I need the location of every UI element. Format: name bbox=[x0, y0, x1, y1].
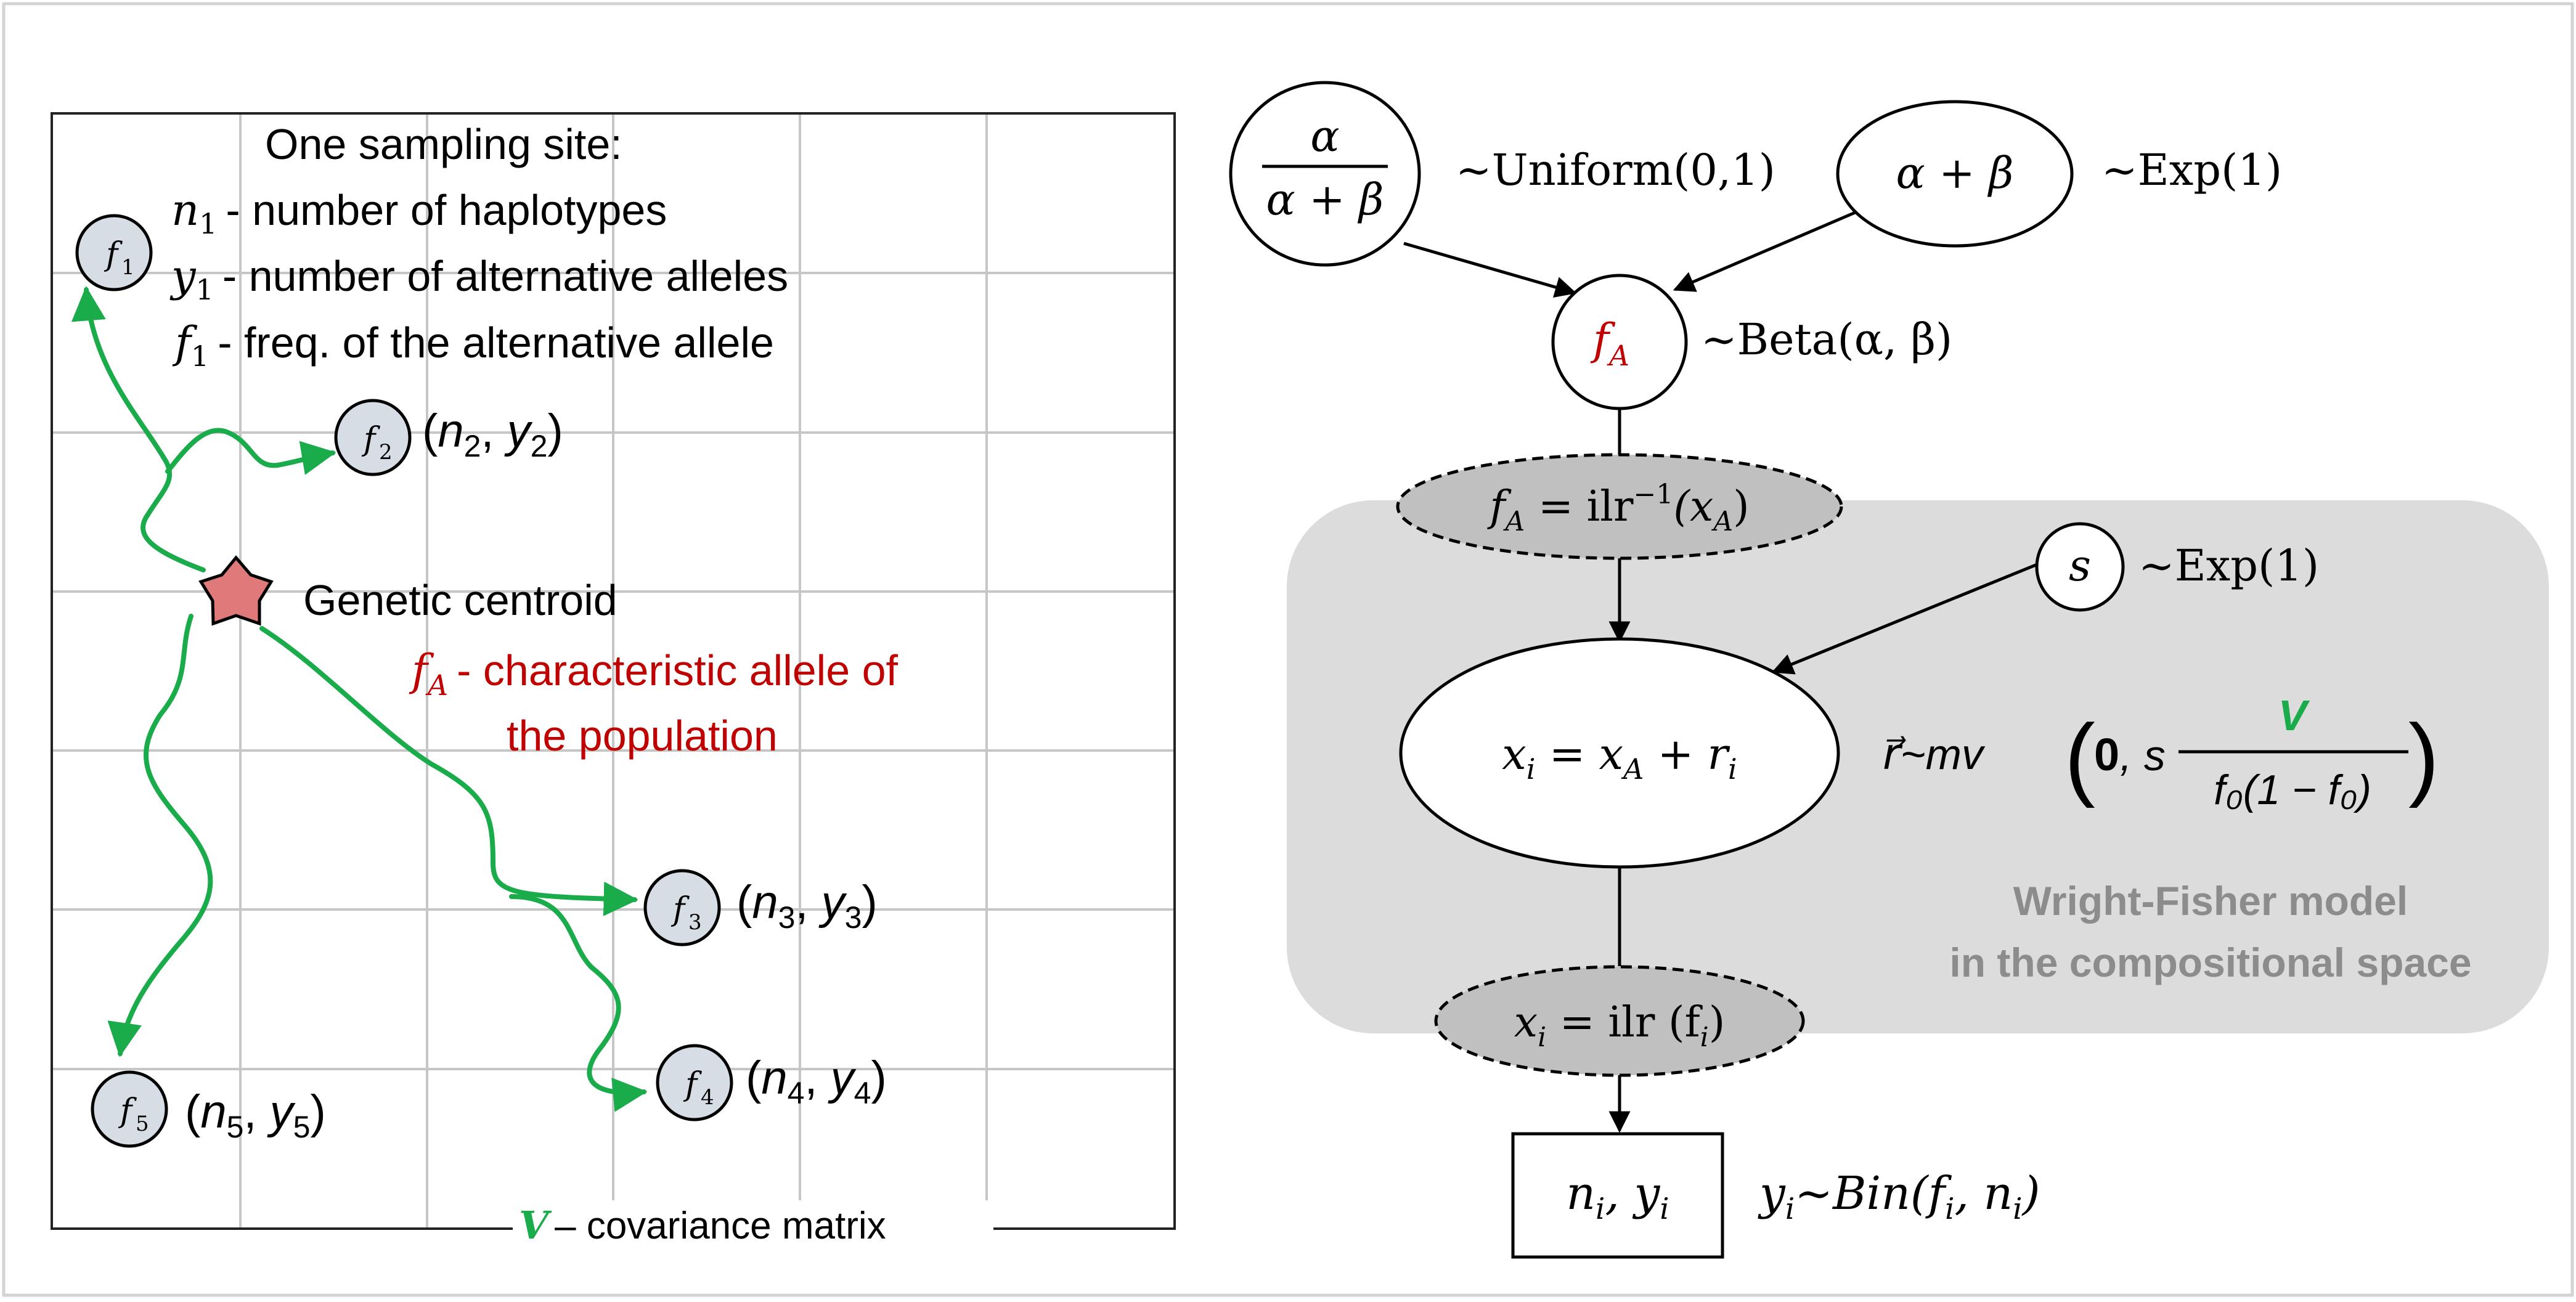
svg-text:y1- number of alternative alle: y1- number of alternative alleles bbox=[169, 251, 788, 306]
svg-text:): ) bbox=[2408, 705, 2439, 808]
pair-label-3: (n3, y3) bbox=[736, 876, 878, 935]
svg-text:1: 1 bbox=[121, 255, 135, 280]
wright-fisher-panel bbox=[1287, 500, 2549, 1033]
svg-text:(: ( bbox=[2064, 705, 2095, 808]
svg-text:α: α bbox=[1310, 111, 1339, 161]
panel-title-line1: Wright-Fisher model bbox=[2013, 878, 2408, 924]
svg-text:α + β: α + β bbox=[1266, 174, 1384, 225]
centroid-label: Genetic centroid bbox=[303, 576, 618, 624]
svg-text:fA = ilr−1(xA): fA = ilr−1(xA) bbox=[1486, 479, 1749, 537]
svg-text:s: s bbox=[2069, 540, 2091, 591]
panel-title-line2: in the compositional space bbox=[1949, 940, 2471, 985]
svg-text:2: 2 bbox=[379, 440, 393, 465]
dist-beta: ~Beta(α, β) bbox=[1701, 314, 1952, 365]
svg-text:α + β: α + β bbox=[1896, 148, 2014, 198]
svg-text:0: 0 bbox=[2094, 729, 2119, 780]
svg-text:xi = ilr (fi): xi = ilr (fi) bbox=[1514, 998, 1726, 1053]
svg-text:the population: the population bbox=[507, 712, 778, 760]
site-node-f4: f 4 bbox=[656, 1044, 733, 1121]
path-to-f1 bbox=[71, 286, 206, 572]
dist-uniform: ~Uniform(0,1) bbox=[1456, 145, 1775, 195]
mvn-formula: r⃗~mv𝒩 ( 0 , s V f₀(1 − f₀) ) bbox=[1883, 691, 2439, 813]
site-node-f3: f 3 bbox=[643, 869, 721, 946]
svg-text:V: V bbox=[2278, 691, 2310, 739]
site-node-f5: f 5 bbox=[91, 1070, 168, 1148]
svg-text:f₀(1 − f₀): f₀(1 − f₀) bbox=[2214, 767, 2371, 813]
path-to-f4 bbox=[509, 894, 648, 1112]
svg-text:ni, yi: ni, yi bbox=[1566, 1167, 1669, 1226]
node-alpha-plus-beta: α + β bbox=[1836, 100, 2074, 248]
migration-paths bbox=[71, 286, 648, 1112]
svg-text:(n4, y4): (n4, y4) bbox=[746, 1052, 887, 1110]
svg-text:5: 5 bbox=[136, 1112, 149, 1136]
site-node-f1: f 1 bbox=[75, 214, 153, 291]
genetic-centroid-star bbox=[198, 555, 274, 626]
dist-exp-s: ~Exp(1) bbox=[2138, 540, 2319, 591]
path-to-f2 bbox=[165, 428, 336, 475]
pair-label-2: (n2, y2) bbox=[422, 405, 563, 463]
svg-text:(n5, y5): (n5, y5) bbox=[185, 1086, 326, 1144]
legend-n: n1- number of haplotypes bbox=[171, 185, 667, 240]
svg-text:(n2, y2): (n2, y2) bbox=[422, 405, 563, 463]
svg-text:4: 4 bbox=[701, 1085, 714, 1110]
svg-text:r⃗~mv𝒩: r⃗~mv𝒩 bbox=[1883, 730, 2015, 778]
pair-label-5: (n5, y5) bbox=[185, 1086, 326, 1144]
node-fa: fA bbox=[1551, 274, 1688, 410]
svg-text:V– covariance matrix: V– covariance matrix bbox=[519, 1203, 886, 1248]
covariance-label: V– covariance matrix bbox=[513, 1200, 993, 1248]
svg-text:xi = xA + ri: xi = xA + ri bbox=[1502, 729, 1737, 786]
pair-label-4: (n4, y4) bbox=[746, 1052, 887, 1110]
svg-text:3: 3 bbox=[688, 910, 702, 935]
model-panel: Wright-Fisher model in the compositional… bbox=[1229, 81, 2549, 1259]
svg-text:(n3, y3): (n3, y3) bbox=[736, 876, 878, 935]
binomial-likelihood: yi~Bin(fi, ni) bbox=[1758, 1167, 2040, 1226]
legend-f: f1- freq. of the alternative allele bbox=[172, 317, 774, 373]
model-edges bbox=[1403, 211, 2039, 1133]
svg-text:fA- characteristic allele of: fA- characteristic allele of bbox=[409, 645, 899, 702]
fa-description: fA- characteristic allele of the populat… bbox=[409, 645, 899, 760]
legend-y: y1- number of alternative alleles bbox=[169, 251, 788, 306]
dist-exp-ab: ~Exp(1) bbox=[2101, 145, 2282, 195]
node-s: s bbox=[2035, 522, 2125, 612]
node-ilr: xi = ilr (fi) bbox=[1434, 965, 1805, 1077]
map-panel: f 1 f 2 f 3 f 4 f 5 (n2, y2) (n3, y3) bbox=[51, 112, 1176, 1248]
path-to-f3 bbox=[259, 626, 638, 916]
site-title: One sampling site: bbox=[265, 120, 622, 168]
path-to-f5 bbox=[107, 614, 213, 1057]
node-observed: ni, yi bbox=[1511, 1132, 1724, 1259]
node-alpha-ratio: α α + β bbox=[1229, 81, 1421, 267]
svg-text:f1- freq. of the alternative a: f1- freq. of the alternative allele bbox=[172, 317, 774, 373]
node-ilr-inverse: fA = ilr−1(xA) bbox=[1396, 453, 1843, 560]
site-node-f2: f 2 bbox=[334, 399, 412, 476]
svg-text:n1- number of haplotypes: n1- number of haplotypes bbox=[171, 185, 667, 240]
svg-text:, s: , s bbox=[2120, 731, 2166, 779]
node-xi: xi = xA + ri bbox=[1399, 637, 1840, 869]
